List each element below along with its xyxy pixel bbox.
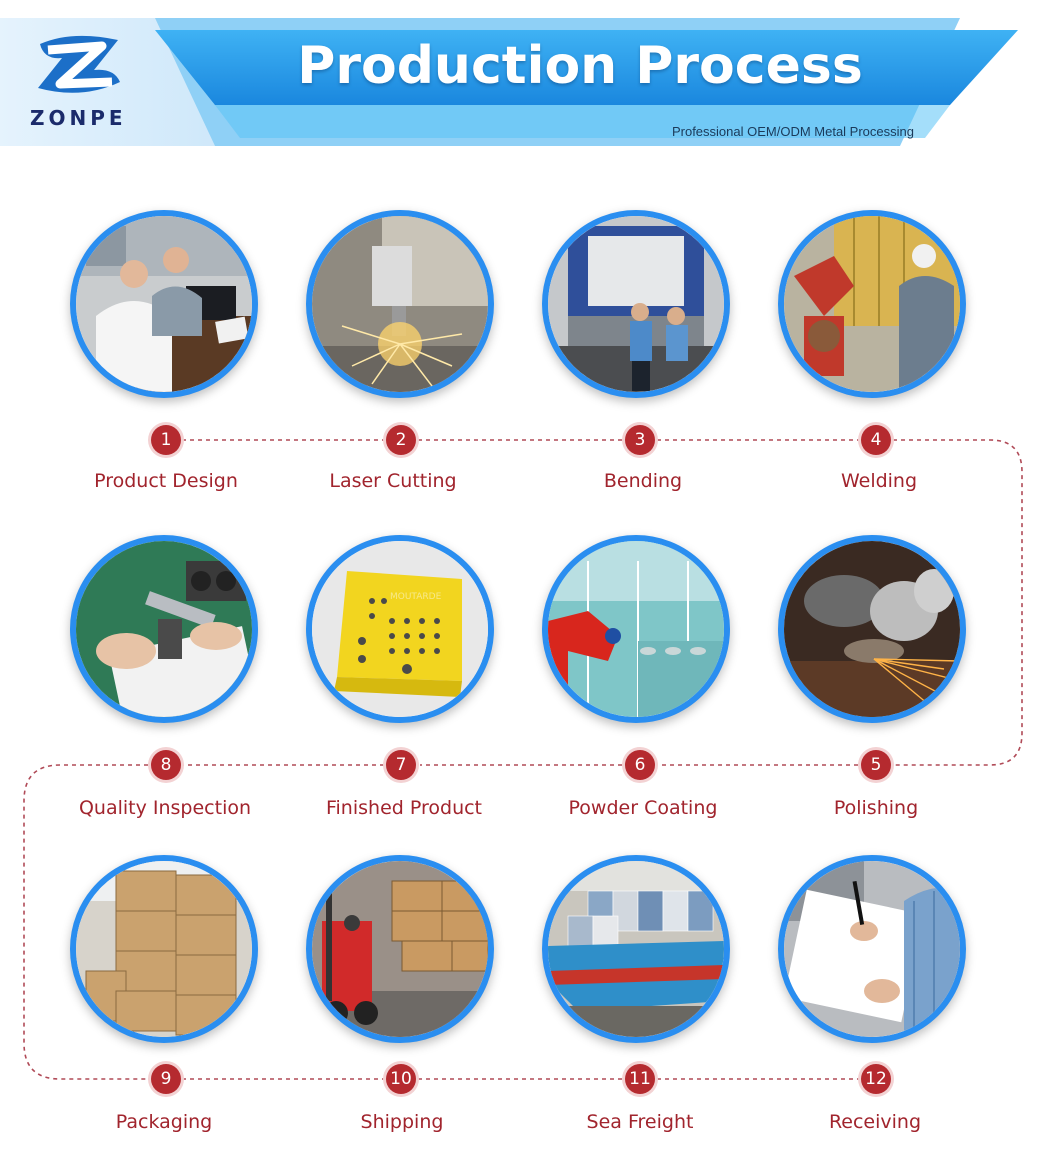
step-label-12: Receiving bbox=[828, 1111, 922, 1133]
step-number-3: 3 bbox=[625, 425, 655, 455]
step-number-8: 8 bbox=[151, 750, 181, 780]
photo-packaging bbox=[70, 855, 258, 1043]
photo-finished-product: MOUTARDE bbox=[306, 535, 494, 723]
step-label-5: Polishing bbox=[833, 797, 919, 819]
step-label-4: Welding bbox=[840, 470, 918, 492]
step-label-9: Packaging bbox=[115, 1111, 213, 1133]
step-number-1: 1 bbox=[151, 425, 181, 455]
step-number-5: 5 bbox=[861, 750, 891, 780]
photo-powder-coating bbox=[542, 535, 730, 723]
step-number-6: 6 bbox=[625, 750, 655, 780]
step-number-4: 4 bbox=[861, 425, 891, 455]
panel-brand-text: MOUTARDE bbox=[390, 592, 442, 602]
page-subtitle: Professional OEM/ODM Metal Processing bbox=[671, 124, 914, 139]
step-label-11: Sea Freight bbox=[586, 1111, 694, 1133]
zonpe-logo-icon bbox=[38, 35, 120, 93]
photo-laser-cutting bbox=[306, 210, 494, 398]
step-label-7: Finished Product bbox=[325, 797, 483, 819]
step-number-12: 12 bbox=[861, 1064, 891, 1094]
brand-name: ZONPE bbox=[30, 106, 127, 130]
photo-sea-freight bbox=[542, 855, 730, 1043]
photo-shipping bbox=[306, 855, 494, 1043]
step-number-9: 9 bbox=[151, 1064, 181, 1094]
photo-polishing bbox=[778, 535, 966, 723]
step-number-2: 2 bbox=[386, 425, 416, 455]
photo-quality-inspection bbox=[70, 535, 258, 723]
step-label-8: Quality Inspection bbox=[78, 797, 252, 819]
photo-bending bbox=[542, 210, 730, 398]
header-banner: ZONPE Production Process Professional OE… bbox=[0, 0, 1059, 150]
step-label-2: Laser Cutting bbox=[329, 470, 457, 492]
photo-welding bbox=[778, 210, 966, 398]
step-label-6: Powder Coating bbox=[568, 797, 718, 819]
step-label-3: Bending bbox=[603, 470, 683, 492]
page-title: Production Process bbox=[297, 36, 863, 96]
step-number-11: 11 bbox=[625, 1064, 655, 1094]
photo-receiving bbox=[778, 855, 966, 1043]
step-number-10: 10 bbox=[386, 1064, 416, 1094]
step-label-1: Product Design bbox=[94, 470, 238, 492]
step-number-7: 7 bbox=[386, 750, 416, 780]
step-label-10: Shipping bbox=[360, 1111, 444, 1133]
photo-product-design bbox=[70, 210, 258, 398]
